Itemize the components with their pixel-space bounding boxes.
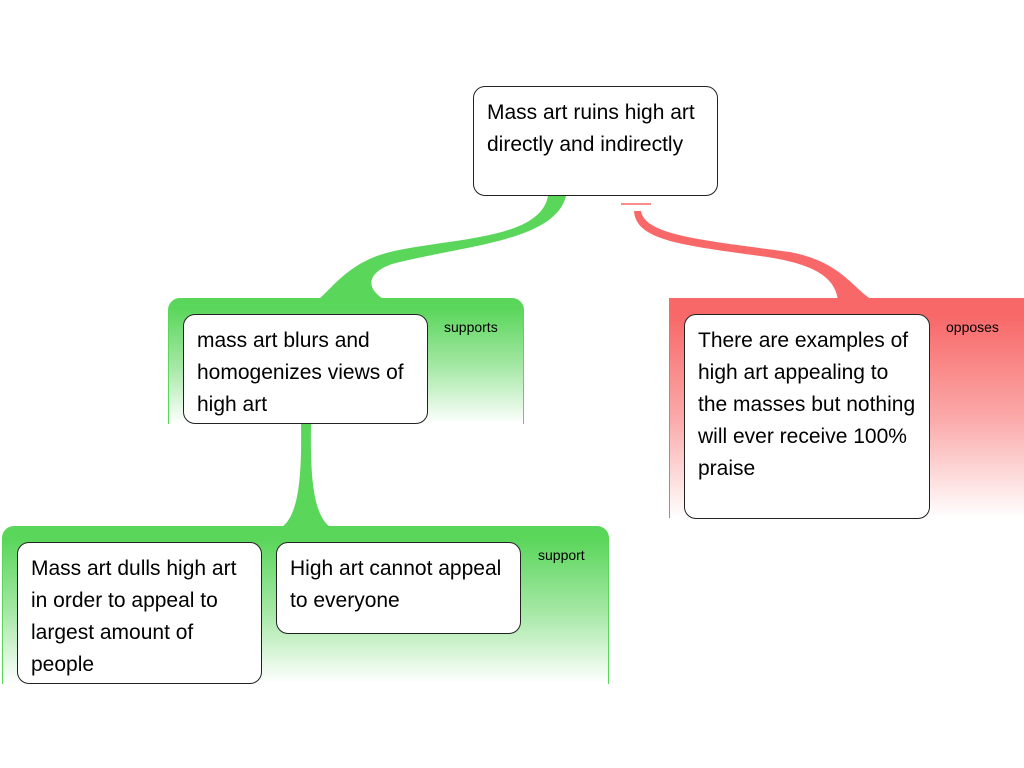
support-connector [318,196,566,300]
supporting-claim-node[interactable]: mass art blurs and homogenizes views of … [183,314,428,424]
opposing-claim-text: There are examples of high art appealing… [698,329,916,480]
sub-claim-node-2[interactable]: High art cannot appeal to everyone [276,542,521,634]
supports-label: supports [444,319,498,335]
supporting-claim-text: mass art blurs and homogenizes views of … [197,329,404,416]
sub-claim-text-1: Mass art dulls high art in order to appe… [31,557,237,676]
support-sublabel: support [538,547,585,563]
support-connector-child [282,424,330,527]
root-claim-node[interactable]: Mass art ruins high art directly and ind… [473,86,718,196]
opposing-claim-node[interactable]: There are examples of high art appealing… [684,314,930,519]
sub-claim-node-1[interactable]: Mass art dulls high art in order to appe… [17,542,262,684]
oppose-connector [634,211,872,300]
opposes-label: opposes [946,319,999,335]
sub-claim-text-2: High art cannot appeal to everyone [290,557,502,612]
root-claim-text: Mass art ruins high art directly and ind… [487,101,695,156]
